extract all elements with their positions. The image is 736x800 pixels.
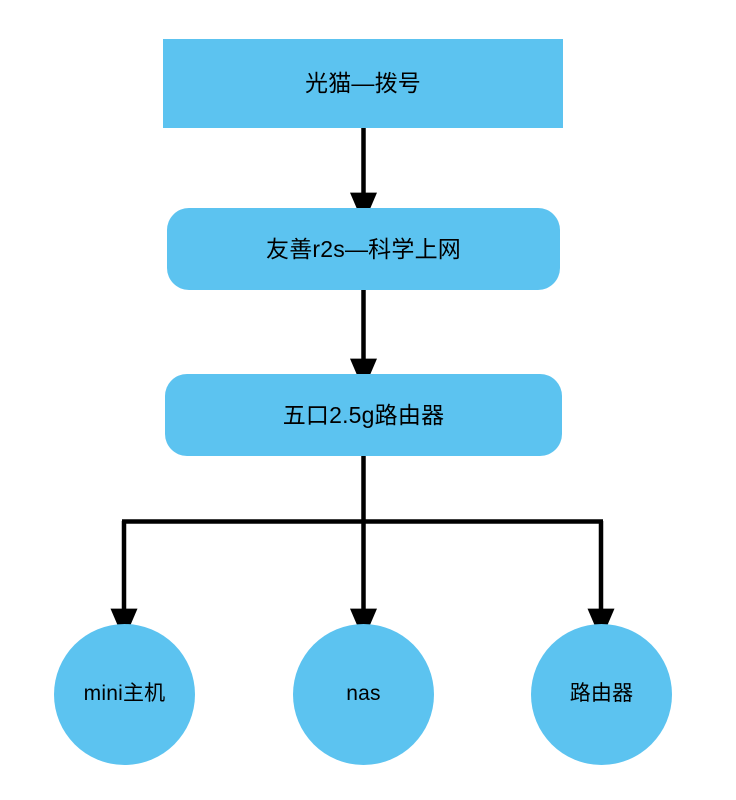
node-mini-host[interactable]: mini主机	[54, 624, 195, 765]
node-r2s[interactable]: 友善r2s—科学上网	[167, 208, 560, 290]
node-nas[interactable]: nas	[293, 624, 434, 765]
node-modem-label: 光猫—拨号	[305, 70, 421, 97]
node-switch[interactable]: 五口2.5g路由器	[165, 374, 562, 456]
node-router-label: 路由器	[569, 682, 634, 706]
node-modem[interactable]: 光猫—拨号	[163, 39, 563, 128]
node-mini-host-label: mini主机	[83, 682, 166, 706]
node-r2s-label: 友善r2s—科学上网	[266, 235, 461, 262]
node-nas-label: nas	[346, 682, 381, 706]
node-router[interactable]: 路由器	[531, 624, 672, 765]
node-switch-label: 五口2.5g路由器	[282, 401, 445, 428]
